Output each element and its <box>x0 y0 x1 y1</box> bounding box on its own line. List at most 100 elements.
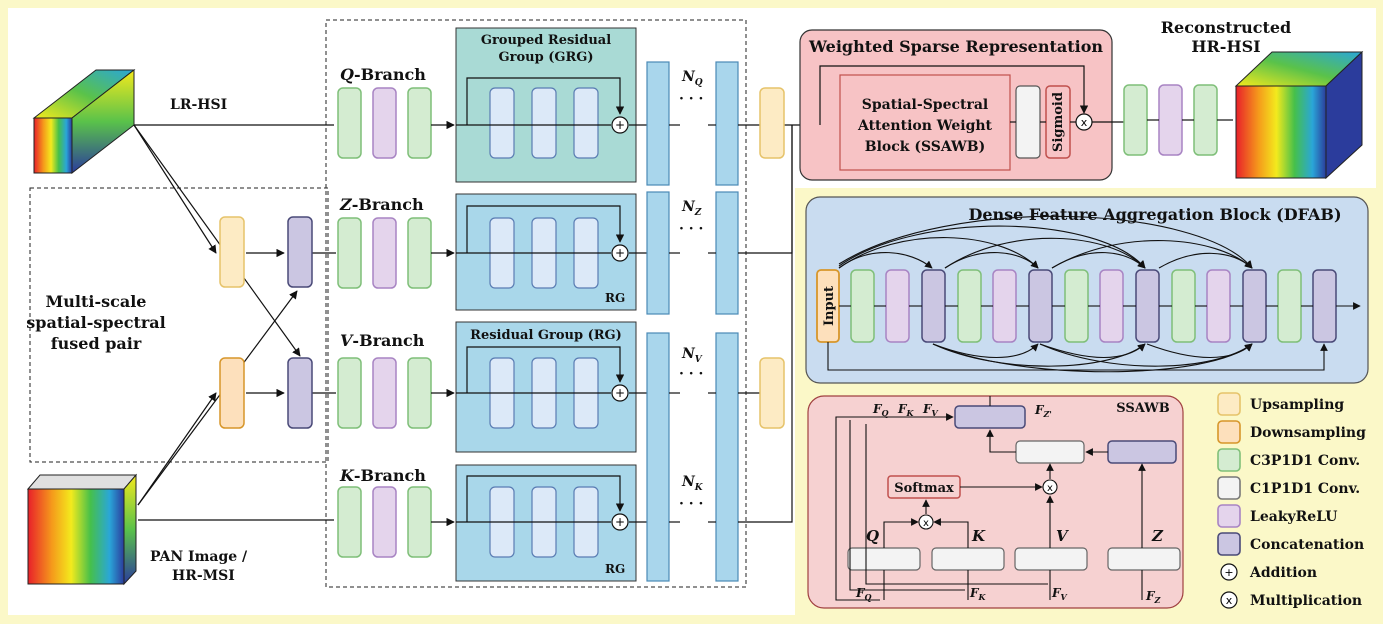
sigmoid-label: Sigmoid <box>1051 92 1066 152</box>
multiply-node-wsr <box>1075 113 1093 131</box>
ssawb-q-label: Q <box>866 527 879 545</box>
legend-swatch <box>1217 504 1241 528</box>
svg-text:FQ: FQ <box>872 402 889 418</box>
svg-text:· · ·: · · · <box>679 366 703 382</box>
softmax-label: Softmax <box>894 481 954 496</box>
output-label-line1: Reconstructed <box>1161 18 1291 37</box>
out-conv-2 <box>1193 84 1218 156</box>
svg-text:NK: NK <box>681 474 704 493</box>
grg-title-line2: Group (GRG) <box>499 50 594 65</box>
input-routing <box>133 124 336 521</box>
svg-text:x: x <box>923 518 929 529</box>
output-label-line2: HR-HSI <box>1191 37 1260 56</box>
legend-label: Addition <box>1249 565 1317 581</box>
svg-text:FV: FV <box>1051 586 1068 602</box>
pan-image-cube <box>26 473 138 586</box>
legend-swatch <box>1217 392 1241 416</box>
multiply-node-wsr-symbol: x <box>1081 116 1088 129</box>
legend-swatch <box>1217 476 1241 500</box>
c1-conv-block <box>1015 85 1041 159</box>
legend-symbol: x <box>1226 594 1233 607</box>
svg-text:+: + <box>615 515 625 529</box>
svg-text:+: + <box>615 246 625 260</box>
rg-label-k: RG <box>605 562 625 576</box>
legend-symbol: + <box>1224 566 1233 579</box>
grg-title-line1: Grouped Residual <box>481 33 611 48</box>
pan-label-line1: PAN Image / <box>150 549 248 565</box>
legend-swatch <box>1217 448 1241 472</box>
svg-text:NV: NV <box>681 346 703 365</box>
upsampling-q <box>759 87 785 159</box>
out-relu <box>1158 84 1183 156</box>
z-branch-label: Z-Branch <box>339 195 424 214</box>
v-branch-label: V-Branch <box>340 331 425 350</box>
legend-label: Concatenation <box>1250 537 1364 553</box>
multiscale-label-line3: fused pair <box>51 334 142 353</box>
legend-label: C1P1D1 Conv. <box>1250 481 1360 497</box>
svg-text:FQ: FQ <box>855 586 872 602</box>
legend-item: C3P1D1 Conv. <box>1217 448 1360 472</box>
legend-item: LeakyReLU <box>1217 504 1338 528</box>
legend-symbol-circle <box>1220 591 1238 609</box>
out-conv-1 <box>1123 84 1148 156</box>
ssawb-detail-title: SSAWB <box>1116 401 1170 416</box>
svg-text:FK: FK <box>969 586 987 602</box>
ssawb-line1: Spatial-Spectral <box>862 97 989 113</box>
upsampling-block <box>219 216 245 288</box>
legend-label: Downsampling <box>1250 425 1366 441</box>
dfab-title: Dense Feature Aggregation Block (DFAB) <box>968 205 1341 224</box>
downsampling-block <box>219 357 245 429</box>
upsampling-v <box>759 357 785 429</box>
ssawb-f-labels: FQ FK FV FZ' FQ FK FV FZ <box>855 402 1162 605</box>
ssawb-line3: Block (SSAWB) <box>865 139 985 155</box>
multiscale-label-line2: spatial-spectral <box>26 313 166 332</box>
rg-title-v: Residual Group (RG) <box>470 328 622 343</box>
repeat-bars <box>646 61 739 582</box>
repeat-counts: NQ · · · NZ · · · NV · · · NK · · · <box>679 69 704 512</box>
svg-text:· · ·: · · · <box>679 496 703 512</box>
legend-item: + Addition <box>1220 563 1317 581</box>
hr-hsi-cube <box>1234 50 1364 180</box>
svg-text:x: x <box>1047 483 1053 494</box>
branch-region <box>325 19 747 588</box>
legend-label: LeakyReLU <box>1250 509 1338 525</box>
legend-item: Concatenation <box>1217 532 1364 556</box>
svg-text:NQ: NQ <box>681 69 703 88</box>
legend-swatch <box>1217 532 1241 556</box>
legend-label: Upsampling <box>1250 397 1344 413</box>
concat-block-v <box>287 357 313 429</box>
dfab-input-label: Input <box>822 286 837 326</box>
svg-text:FV: FV <box>922 402 939 418</box>
branch-convs <box>337 87 432 558</box>
wsr-title: Weighted Sparse Representation <box>808 37 1103 56</box>
wsr-lines <box>819 65 1124 125</box>
svg-text:FZ': FZ' <box>1034 403 1052 419</box>
svg-text:+: + <box>615 118 625 132</box>
svg-text:FK: FK <box>897 402 915 418</box>
svg-text:FZ: FZ <box>1145 589 1162 605</box>
svg-text:NZ: NZ <box>681 199 702 218</box>
ssawb-line2: Attention Weight <box>857 118 993 134</box>
addition-nodes: + + + + <box>611 116 629 531</box>
ssawb-k-label: K <box>971 527 986 545</box>
legend-item: C1P1D1 Conv. <box>1217 476 1360 500</box>
concat-block-z <box>287 216 313 288</box>
legend-symbol-circle <box>1220 563 1238 581</box>
k-branch-label: K-Branch <box>339 466 426 485</box>
lr-hsi-cube <box>32 68 136 175</box>
lr-hsi-label: LR-HSI <box>170 97 227 113</box>
legend-item: Downsampling <box>1217 420 1366 444</box>
branch-flow-lines <box>431 77 648 527</box>
legend-label: C3P1D1 Conv. <box>1250 453 1360 469</box>
ssawb-lines <box>835 396 1146 601</box>
rg-label-z: RG <box>605 291 625 305</box>
multiply-node-v <box>1042 479 1058 495</box>
ssawb-z-label: Z <box>1151 527 1164 545</box>
dfab-connections <box>827 215 1361 373</box>
svg-text:· · ·: · · · <box>679 221 703 237</box>
pan-label-line2: HR-MSI <box>172 568 235 584</box>
